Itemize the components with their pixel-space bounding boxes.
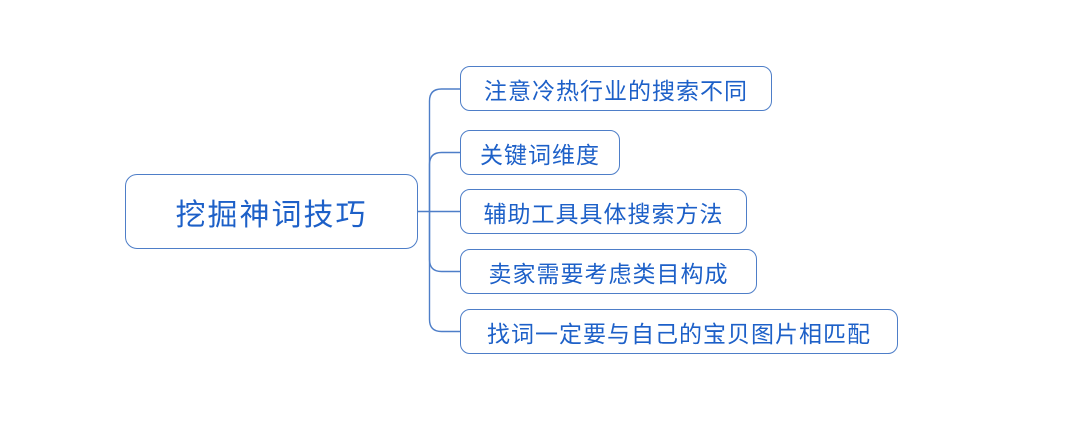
mindmap-node-root[interactable]: 挖掘神词技巧 — [125, 174, 418, 249]
connector-root-to-branch-0 — [428, 88, 460, 212]
mindmap-node-branch-2[interactable]: 辅助工具具体搜索方法 — [460, 189, 747, 234]
mindmap-node-branch-3[interactable]: 卖家需要考虑类目构成 — [460, 249, 757, 294]
connector-root-to-branch-1 — [428, 151, 460, 212]
mindmap-node-branch-1[interactable]: 关键词维度 — [460, 130, 620, 175]
mindmap-node-branch-0[interactable]: 注意冷热行业的搜索不同 — [460, 66, 772, 111]
connector-root-to-branch-3 — [428, 211, 460, 273]
mindmap-node-branch-1-label: 关键词维度 — [480, 142, 600, 168]
mindmap-node-branch-4-label: 找词一定要与自己的宝贝图片相匹配 — [487, 321, 871, 347]
mindmap-node-branch-3-label: 卖家需要考虑类目构成 — [488, 261, 729, 287]
connector-root-to-branch-4 — [428, 211, 460, 333]
mindmap-node-branch-0-label: 注意冷热行业的搜索不同 — [484, 78, 748, 104]
mindmap-node-root-label: 挖掘神词技巧 — [175, 198, 368, 232]
mindmap-node-branch-2-label: 辅助工具具体搜索方法 — [483, 201, 724, 227]
mindmap-node-branch-4[interactable]: 找词一定要与自己的宝贝图片相匹配 — [460, 309, 898, 354]
